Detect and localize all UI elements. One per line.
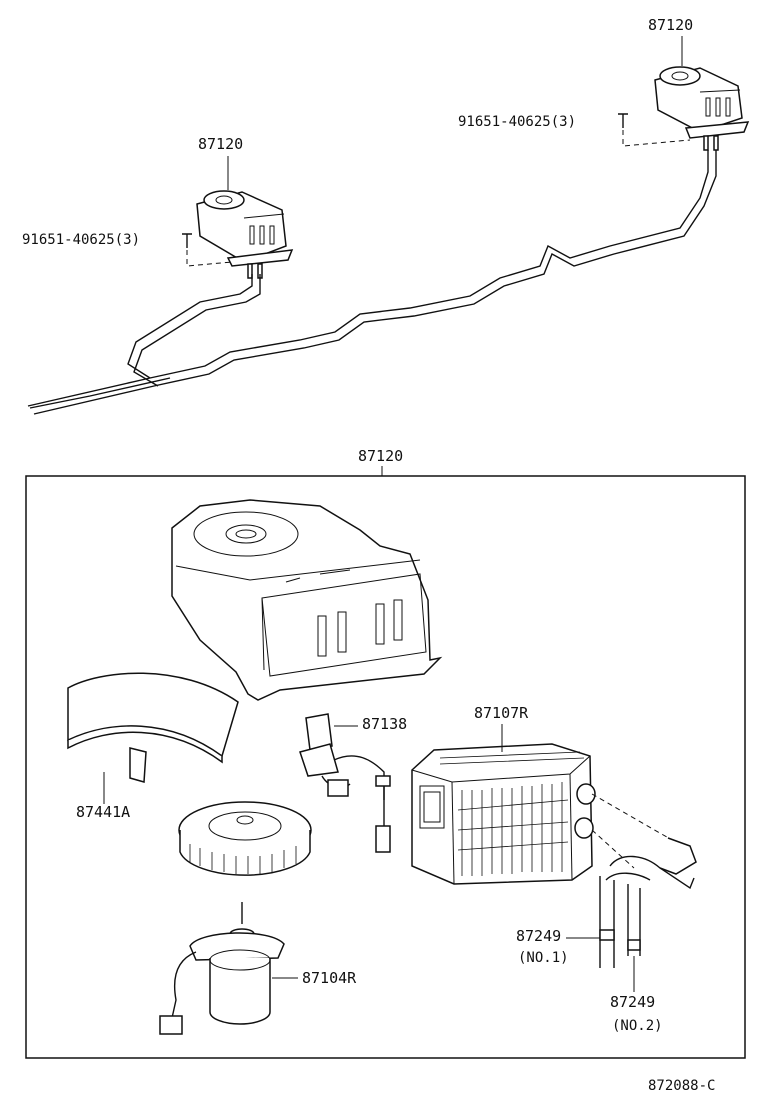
screw-top-right-label: 91651-40625(3) xyxy=(458,114,576,130)
screw-top-right xyxy=(618,113,691,147)
heater-pipes xyxy=(27,150,717,415)
figure-code: 872088-C xyxy=(648,1078,715,1094)
screw-top-left xyxy=(182,233,233,267)
heater-hoses xyxy=(591,793,697,968)
blower-motor xyxy=(159,902,285,1035)
screw-top-left-label: 91651-40625(3) xyxy=(22,232,140,248)
band-label: 87441A xyxy=(76,803,130,821)
core-label: 87107R xyxy=(474,704,529,722)
motor-label: 87104R xyxy=(302,969,357,987)
assembly-label: 87120 xyxy=(358,447,403,465)
hose-2-note: (NO.2) xyxy=(612,1018,663,1034)
resistor-label: 87138 xyxy=(362,715,407,733)
assembly-frame xyxy=(25,475,746,1059)
heater-core xyxy=(411,743,596,885)
unit-top-left-label: 87120 xyxy=(198,135,243,153)
hose-2-label: 87249 xyxy=(610,993,655,1011)
heater-unit-top-right xyxy=(654,66,750,151)
hose-1-note: (NO.1) xyxy=(518,950,569,966)
heater-unit-top-left xyxy=(196,190,294,279)
blower-fan xyxy=(178,801,312,876)
band xyxy=(67,672,239,783)
heater-case xyxy=(171,499,443,701)
hose-1-label: 87249 xyxy=(516,927,561,945)
resistor xyxy=(299,713,391,853)
unit-top-right-label: 87120 xyxy=(648,16,693,34)
